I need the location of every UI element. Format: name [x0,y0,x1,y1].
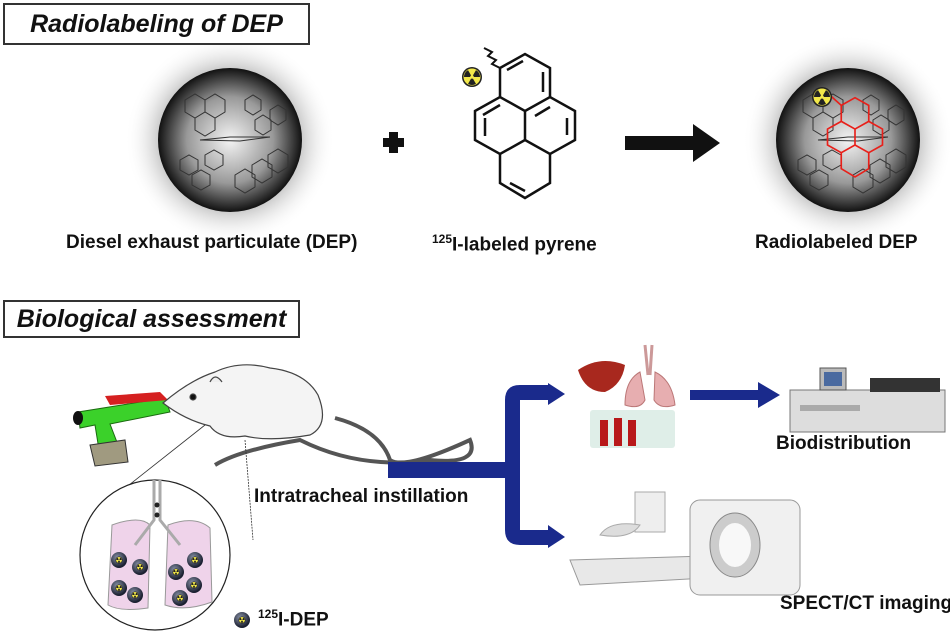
dep-particle-sphere [125,35,335,245]
legend-dep-label: 125I-DEP [258,607,329,631]
dep-label: Diesel exhaust particulate (DEP) [66,232,358,253]
lungs-organ [624,344,676,408]
radiation-icon [812,87,832,107]
section-title-radiolabeling: Radiolabeling of DEP [3,3,310,45]
reaction-arrow [625,124,720,162]
instillation-device [73,392,171,467]
organ-arrow [690,382,780,408]
pyrene-structure [473,47,577,200]
biodistribution-label: Biodistribution [776,433,912,454]
radiolabeled-dep-label: Radiolabeled DEP [755,232,918,253]
section-title-biological: Biological assessment [3,300,300,338]
spect-ct-scanner [569,491,801,596]
spect-ct-label: SPECT/CT imaging [780,593,950,614]
zoom-line [244,439,254,541]
flow-arrow [388,383,565,548]
gamma-counter [789,367,946,433]
radiolabeled-dep-sphere [743,35,950,245]
pyrene-label-text: I-labeled pyrene [452,234,597,256]
legend-dep-dot [234,612,250,628]
legend-dep-text: I-DEP [278,609,329,631]
rat [162,364,474,467]
pyrene-label: 125I-labeled pyrene [432,232,597,256]
blood-tubes [590,410,675,448]
instillation-label: Intratracheal instillation [254,486,469,507]
lungs-inset [79,479,231,631]
plus-sign [383,132,404,153]
isotope-superscript: 125 [258,607,279,621]
liver [578,361,625,392]
radiation-icon [462,67,482,87]
isotope-superscript: 125 [432,232,453,246]
